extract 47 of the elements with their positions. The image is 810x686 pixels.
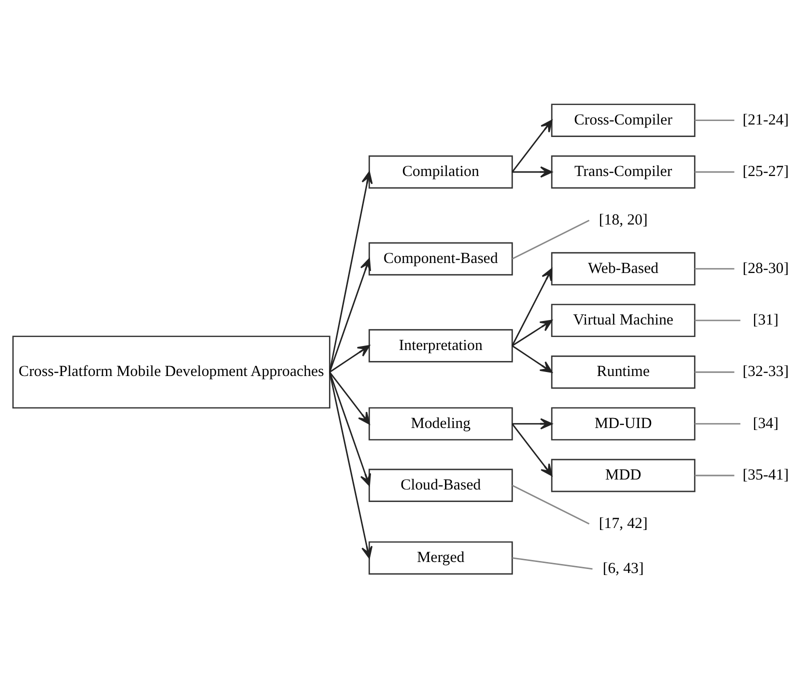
node-text: [28-30] [742, 260, 789, 277]
node-box: Web-Based [551, 252, 696, 286]
connector [512, 484, 590, 525]
node-box: Runtime [551, 356, 696, 389]
connector [512, 557, 593, 570]
node-text: [6, 43] [602, 560, 644, 578]
node-box: Cross-Compiler [551, 104, 696, 137]
node-text: [25-27] [742, 163, 789, 180]
node-text: [18, 20] [598, 211, 648, 228]
connector [694, 171, 734, 173]
connector [694, 120, 734, 122]
node-box: Trans-Compiler [551, 155, 696, 189]
arrow [512, 320, 552, 346]
connector [694, 371, 734, 373]
connector [694, 268, 734, 270]
node-box: Component-Based [368, 242, 513, 276]
node-box: MD-UID [551, 407, 696, 440]
arrow [329, 258, 372, 372]
arrow [512, 268, 552, 346]
arrow [328, 171, 373, 372]
node-box: Cloud-Based [368, 468, 513, 502]
arrow [512, 418, 552, 430]
connector [694, 474, 734, 476]
node-text: [21-24] [742, 111, 789, 128]
arrow [512, 423, 552, 476]
connector [694, 320, 740, 322]
arrow [329, 345, 370, 373]
arrow [328, 372, 373, 559]
node-text: [34] [752, 414, 778, 432]
node-box: Compilation [368, 155, 513, 189]
node-box: Merged [368, 541, 513, 575]
node-box: MDD [551, 458, 696, 492]
node-box: Interpretation [368, 329, 513, 362]
connector [512, 220, 590, 260]
node-text: [32-33] [742, 363, 789, 380]
node-text: [31] [752, 312, 778, 329]
node-text: [35-41] [742, 466, 789, 484]
arrow [512, 345, 552, 373]
arrow [512, 166, 552, 178]
node-text: [17, 42] [598, 514, 648, 532]
arrow [329, 372, 372, 486]
arrow [329, 372, 370, 425]
node-box: Modeling [368, 407, 513, 440]
connector [694, 423, 740, 425]
node-box: Cross-Platform Mobile Development Approaches [12, 336, 330, 409]
arrow [512, 120, 552, 172]
node-box: Virtual Machine [551, 304, 696, 338]
